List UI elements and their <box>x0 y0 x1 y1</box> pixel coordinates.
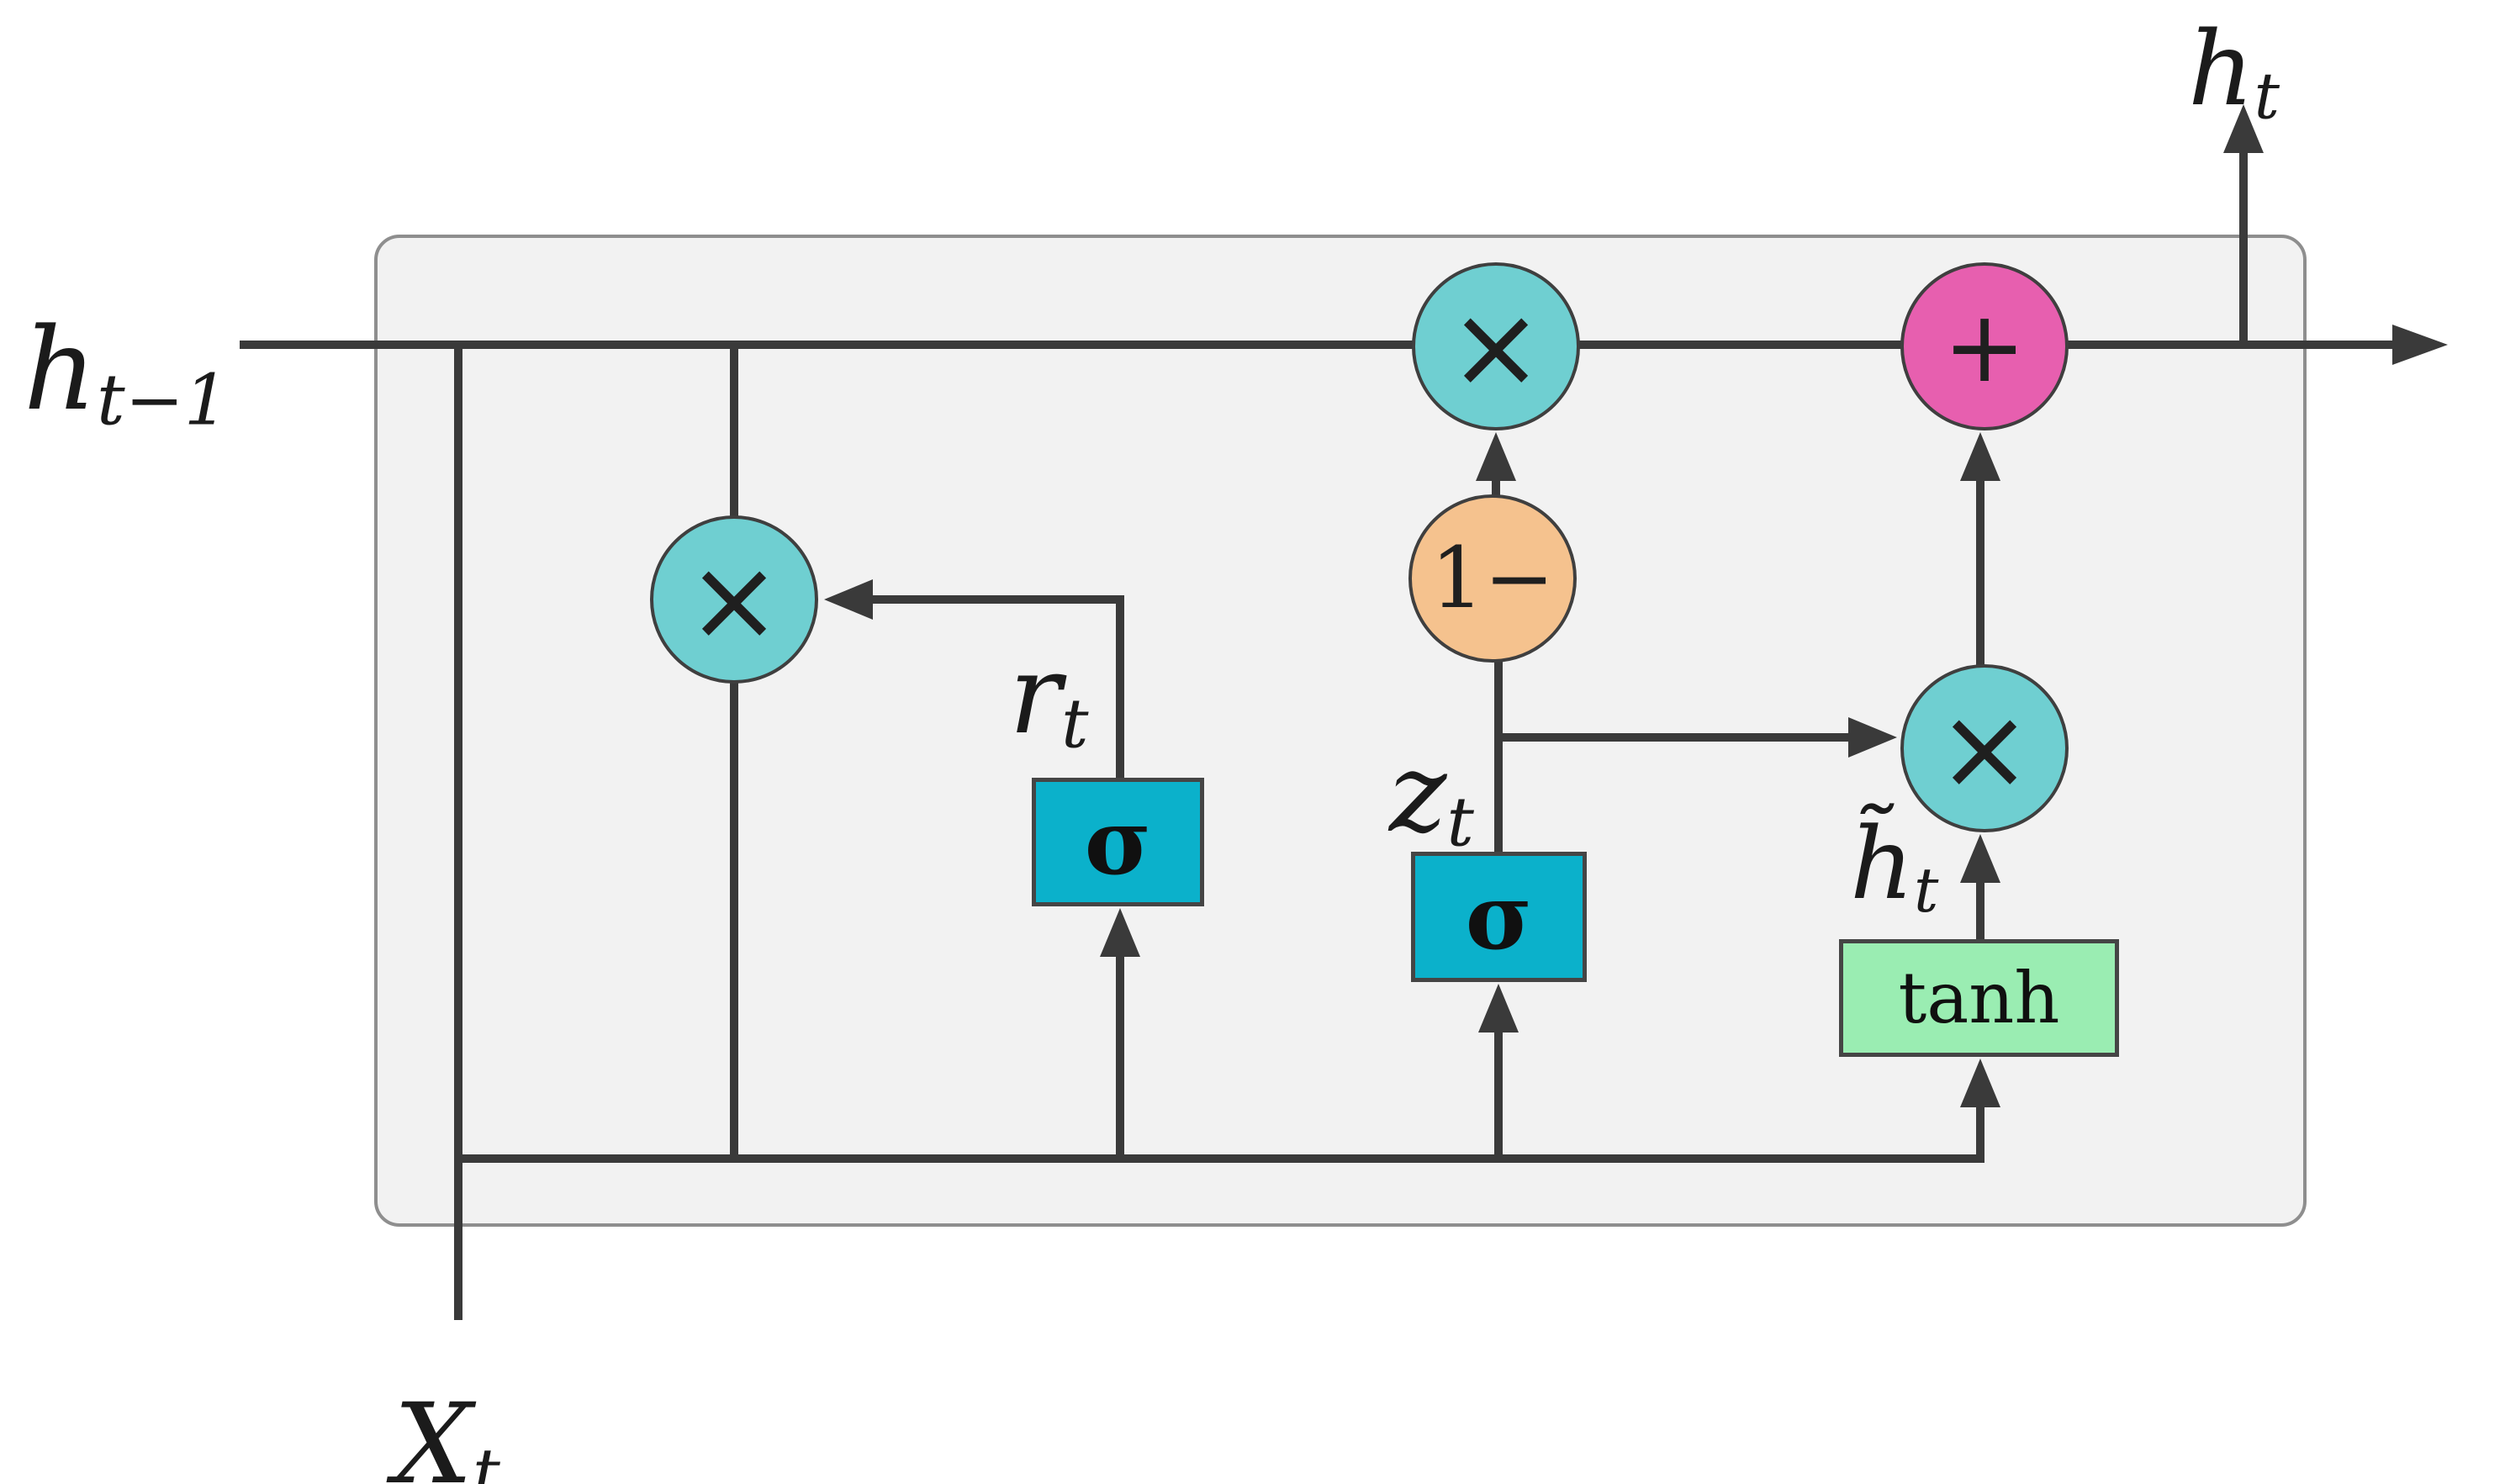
z-gate-base: z <box>1389 729 1447 857</box>
x-input-subscript: t <box>472 1434 500 1484</box>
x-input-base: X <box>394 1380 473 1484</box>
multiply-icon: × <box>1448 280 1544 413</box>
bus-to-sigma-z-line <box>1494 1027 1503 1160</box>
update-branch-horizontal <box>1498 733 1848 742</box>
candidate-multiply-up-arrowhead <box>1960 834 2000 883</box>
multiply-icon: × <box>686 533 782 666</box>
output-arrowhead <box>2223 104 2264 153</box>
update-multiply-node: × <box>1412 262 1580 430</box>
r-gate-label: rt <box>1009 640 1089 758</box>
candidate-multiply-arrowhead-flip <box>1848 717 1897 758</box>
reset-multiply-arrowhead <box>824 579 873 620</box>
update-multiply-arrowhead <box>1476 432 1516 481</box>
output-line <box>2239 148 2248 349</box>
tanh-label: tanh <box>1898 957 2060 1039</box>
h-candidate-base: h̃ <box>1850 805 1914 922</box>
one-minus-up-line <box>1492 478 1500 499</box>
reset-gate-vertical <box>1116 599 1124 782</box>
sigma-z-gate: σ <box>1411 852 1587 982</box>
multiply-icon: × <box>1937 682 2032 815</box>
plus-icon: + <box>1942 288 2027 404</box>
bottom-bus-line <box>458 1154 1984 1163</box>
tanh-to-candidate-line <box>1976 878 1984 943</box>
hidden-state-arrowhead <box>2392 325 2448 365</box>
tanh-arrowhead <box>1960 1059 2000 1107</box>
reset-multiply-node: × <box>650 515 818 684</box>
one-minus-label: 1− <box>1430 529 1555 627</box>
sigma-z-arrowhead <box>1478 984 1519 1032</box>
r-gate-base: r <box>1009 631 1062 758</box>
sigma-r-arrowhead <box>1100 908 1140 957</box>
add-node: + <box>1900 262 2069 430</box>
hidden-state-line <box>240 341 2392 349</box>
bus-to-tanh-line <box>1976 1102 1984 1163</box>
h-out-base: h <box>2188 9 2254 129</box>
reset-gate-horizontal <box>873 595 1124 604</box>
one-minus-node: 1− <box>1408 494 1577 663</box>
h-prev-label: ht−1 <box>24 313 229 436</box>
reset-multiply-line <box>730 345 738 1159</box>
candidate-multiply-node: × <box>1900 664 2069 832</box>
h-candidate-subscript: t <box>1914 855 1939 927</box>
z-gate-label: zt <box>1389 738 1474 857</box>
z-gate-subscript: t <box>1446 783 1474 863</box>
sigma-r-gate: σ <box>1032 778 1204 906</box>
sigma-label: σ <box>1465 863 1533 970</box>
r-gate-subscript: t <box>1061 684 1089 764</box>
h-candidate-label: h̃t <box>1850 814 1938 922</box>
h-out-subscript: t <box>2254 59 2280 134</box>
tanh-gate: tanh <box>1839 939 2119 1057</box>
h-prev-subscript: t−1 <box>96 358 229 441</box>
input-line <box>454 345 462 1320</box>
candidate-to-add-line <box>1976 479 1984 666</box>
update-gate-vertical <box>1494 660 1503 856</box>
h-out-label: ht <box>2188 18 2280 129</box>
h-prev-base: h <box>24 304 97 436</box>
add-arrowhead <box>1960 432 2000 481</box>
sigma-label: σ <box>1084 789 1152 895</box>
bus-to-sigma-r-line <box>1116 952 1124 1160</box>
x-input-label: Xt <box>394 1389 500 1484</box>
